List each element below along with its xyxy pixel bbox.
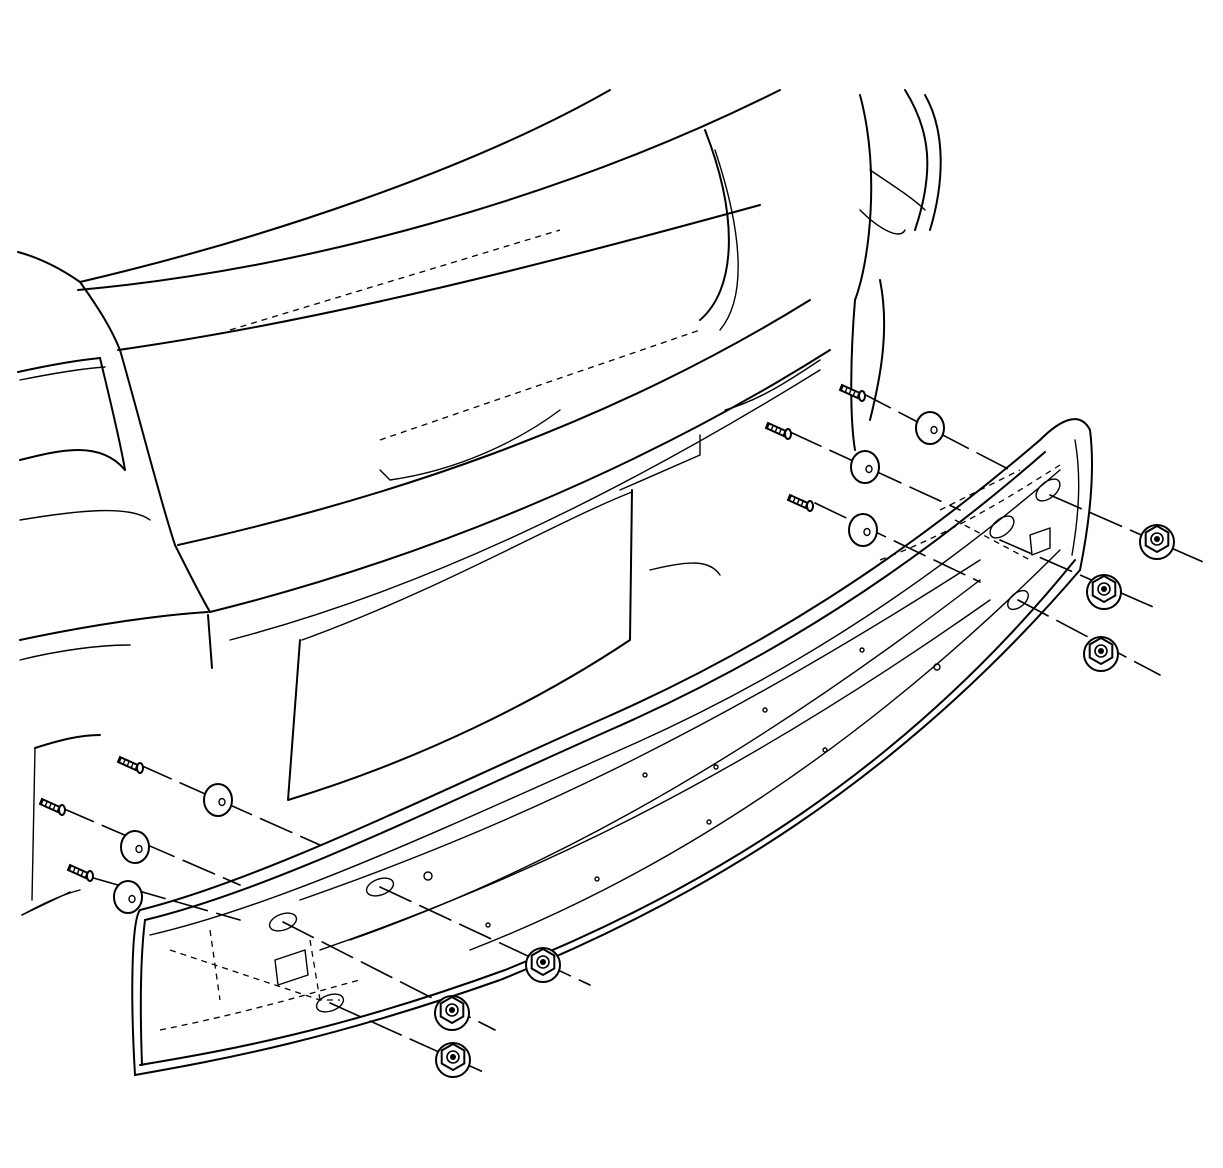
washer [203,783,233,817]
bolt [838,383,866,402]
washer [915,411,945,445]
bolt [38,797,66,816]
bolt [116,755,144,774]
bolts-group [38,383,866,882]
rear-bumper-impact-bar [131,418,1093,1076]
flange-nut [1139,524,1175,560]
flange-nut [434,995,470,1031]
washers-group [113,411,945,914]
assembly-leader-lines [21,391,1211,1076]
flange-nut [525,947,561,983]
bolt [764,421,792,440]
nuts-group [434,524,1175,1078]
washer [120,830,150,864]
bolt [786,493,814,512]
flange-nut [435,1042,471,1078]
vehicle-rear-body [17,89,942,916]
bolt [66,863,94,882]
flange-nut [1083,636,1119,672]
washer [113,880,143,914]
washer [848,513,878,547]
flange-nut [1086,574,1122,610]
license-plate-pocket [287,489,633,801]
washer [850,450,880,484]
